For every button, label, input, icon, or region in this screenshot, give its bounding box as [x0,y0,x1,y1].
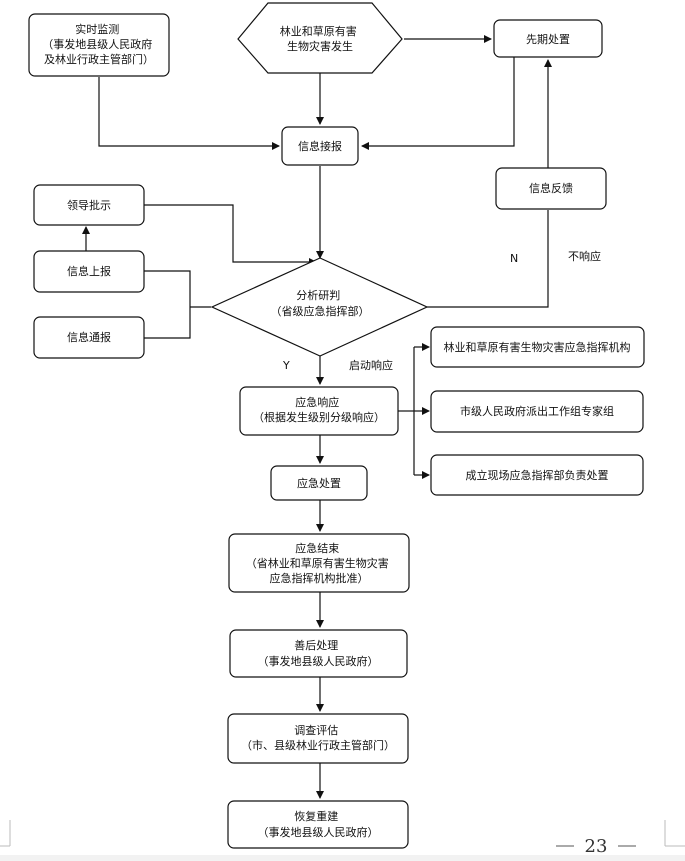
node-aftermath [229,629,408,678]
node-info-notification-text: 信息通报 [67,330,111,344]
node-aftermath-text: 善后处理 （事发地县级人民政府） [258,638,379,668]
label-no-response: 不响应 [568,249,601,263]
node-reconstruction-text: 恢复重建 （事发地县级人民政府） [258,809,379,839]
node-analysis-text: 分析研判 （省级应急指挥部） [271,288,370,318]
node-emergency-end-text: 应急结束 （省林业和草原有害生物灾害 应急指挥机构批准） [246,541,393,585]
node-info-upward-report-text: 信息上报 [67,264,111,278]
connector-initial-to-receive [361,57,515,150]
node-field-command [430,454,644,496]
node-info-receive-text: 信息接报 [298,139,342,153]
node-emergency-disposal-text: 应急处置 [297,476,341,490]
node-disaster [237,2,403,74]
node-initial-disposal-text: 先期处置 [526,33,570,46]
node-info-upward-report [33,250,145,293]
node-work-group-text: 市级人民政府派出工作组专家组 [460,404,614,418]
node-emergency-response-text: 应急响应 （根据发生级别分级响应） [253,395,385,424]
node-emergency-end [228,533,410,593]
node-field-command-text: 成立现场应急指挥部负责处置 [466,468,609,482]
node-info-receive [281,126,359,166]
node-emergency-disposal [270,465,368,501]
node-leader-instruction [33,184,145,226]
node-monitoring [28,13,170,77]
footer-bar [0,855,685,861]
node-leader-instruction-text: 领导批示 [67,198,111,212]
node-work-group [430,390,644,433]
label-no: N [510,252,518,265]
node-disaster-text: 林业和草原有害 生物灾害发生 [280,24,361,53]
node-emergency-response [239,386,399,436]
page-footer: 23 [0,820,685,861]
node-info-feedback [495,167,607,210]
label-yes: Y [282,359,290,372]
page-number: 23 [585,836,608,857]
node-reconstruction [227,800,409,849]
flowchart-connectors [82,35,552,799]
node-info-feedback-text: 信息反馈 [529,181,573,195]
node-analysis [210,257,429,357]
node-monitoring-text: 实时监测 （事发地县级人民政府 及林业行政主管部门） [42,22,156,66]
node-investigation [227,713,409,764]
connector-leader-to-analysis [144,204,317,266]
node-response-agency [430,326,645,368]
node-investigation-text: 调查评估 （市、县级林业行政主管部门） [241,723,395,752]
label-start-response: 启动响应 [349,358,393,372]
connector-analysis-to-feedback [427,210,549,308]
node-initial-disposal [493,19,603,58]
connector-report-bracket [144,270,191,339]
node-response-agency-text: 林业和草原有害生物灾害应急指挥机构 [444,340,631,354]
connector-monitoring-to-receive [98,77,280,150]
node-info-notification [33,316,145,359]
